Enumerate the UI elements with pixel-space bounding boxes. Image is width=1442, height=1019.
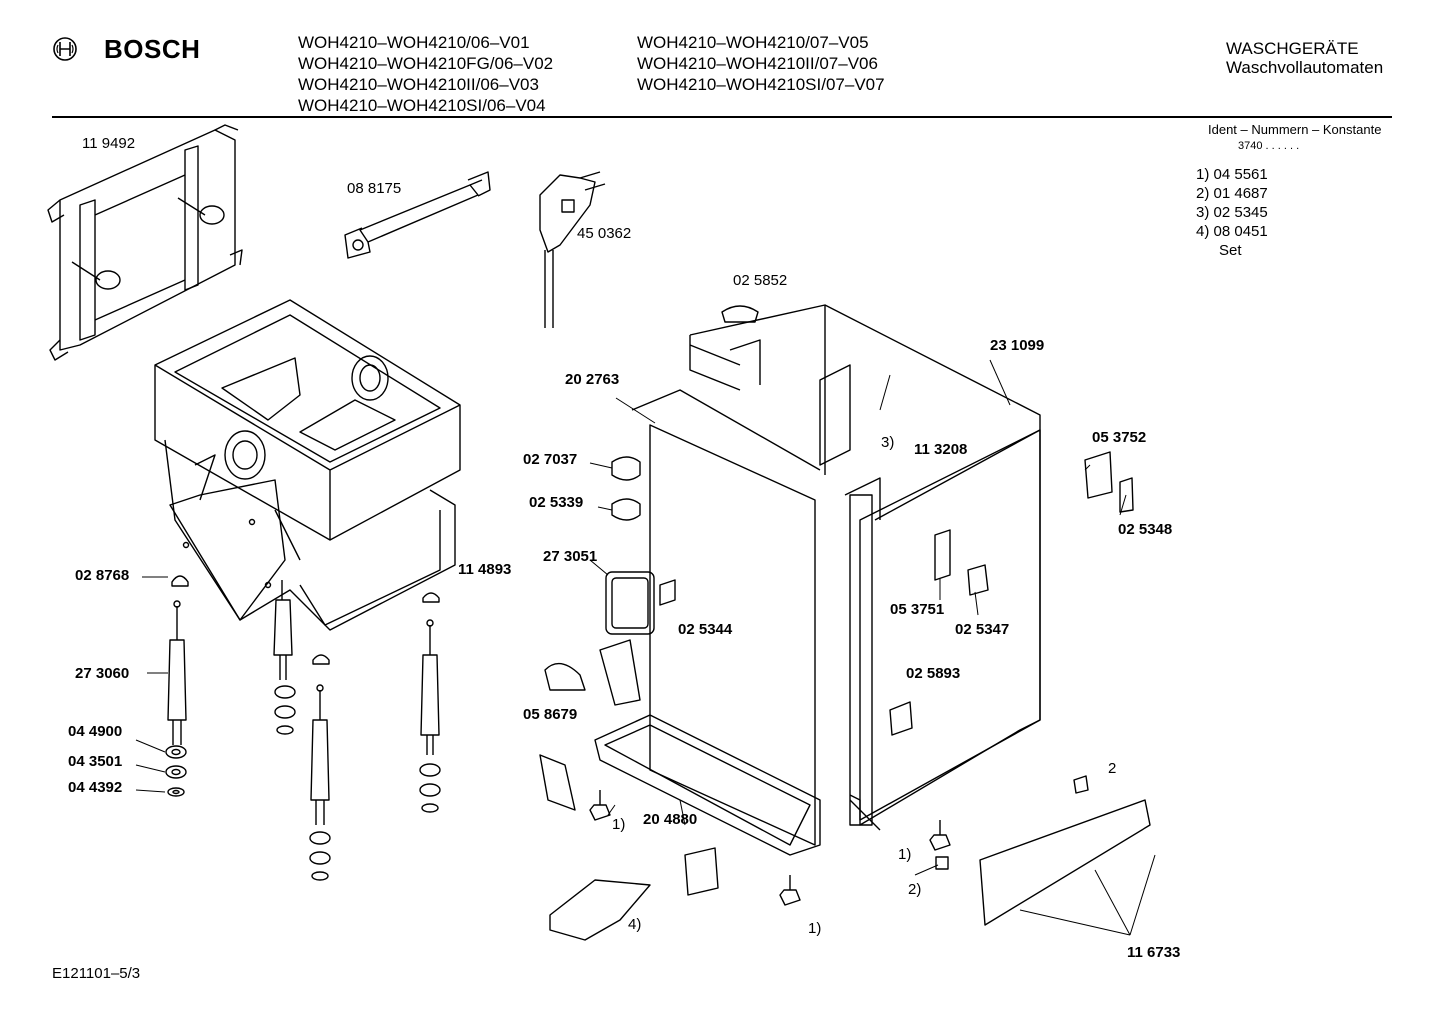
- part-label: 45 0362: [577, 225, 632, 242]
- part-label: 1): [898, 846, 912, 863]
- part-label: 3): [881, 434, 895, 451]
- part-label: 11 3208: [914, 441, 968, 458]
- part-label: 20 2763: [565, 371, 620, 388]
- part-label: 27 3051: [543, 548, 598, 565]
- ident-set: Set: [1219, 242, 1242, 259]
- ident-item: 1) 04 5561: [1196, 166, 1268, 183]
- part-label: 1): [808, 920, 822, 937]
- model-line: WOH4210–WOH4210/06–V01: [298, 33, 530, 52]
- shock-absorber-part: [167, 580, 440, 825]
- part-label: 05 8679: [523, 706, 578, 723]
- part-label: 2): [908, 881, 922, 898]
- part-label: 20 4880: [643, 811, 698, 828]
- model-line: WOH4210–WOH4210SI/06–V04: [298, 96, 546, 115]
- category: WASCHGERÄTE: [1226, 39, 1359, 58]
- brand-name: BOSCH: [104, 34, 201, 64]
- front-panel-part: [605, 389, 821, 846]
- part-label: 05 3752: [1092, 429, 1147, 446]
- tub-top-part: [154, 299, 461, 541]
- bosch-logo-icon: [53, 37, 77, 61]
- drawing-code: E121101–5/3: [52, 965, 141, 982]
- part-label: 27 3060: [75, 665, 130, 682]
- ident-item: 3) 02 5345: [1196, 204, 1268, 221]
- part-label: 02 5852: [733, 272, 788, 289]
- cabinet-frame-part: [689, 304, 1041, 831]
- part-label: 04 4900: [68, 723, 123, 740]
- part-label: 04 4392: [68, 779, 123, 796]
- part-label: 02 5339: [529, 494, 584, 511]
- part-label: 1): [612, 816, 626, 833]
- tub-bottom-part: [164, 439, 456, 631]
- cap-washer-parts: [165, 575, 441, 881]
- part-label: 11 4893: [458, 561, 512, 578]
- part-label: 04 3501: [68, 753, 123, 770]
- header-rule: [52, 116, 1392, 118]
- leader-lines: [135, 359, 1156, 936]
- part-label: 02 5344: [678, 621, 733, 638]
- model-line: WOH4210–WOH4210II/06–V03: [298, 75, 539, 94]
- model-line: WOH4210–WOH4210SI/07–V07: [637, 75, 885, 94]
- part-label: 11 6733: [1127, 944, 1181, 961]
- part-label: 4): [628, 916, 642, 933]
- part-label: 05 3751: [890, 601, 945, 618]
- power-cord-part: [539, 171, 606, 328]
- ident-title: Ident – Nummern – Konstante: [1208, 122, 1382, 137]
- part-label: 11 9492: [82, 135, 136, 152]
- base-frame-part: [594, 714, 821, 856]
- ident-list: 1) 04 5561 2) 01 4687 3) 02 5345 4) 08 0…: [1196, 165, 1268, 260]
- model-line: WOH4210–WOH4210II/07–V06: [637, 54, 878, 73]
- category-block: WASCHGERÄTE Waschvollautomaten: [1226, 39, 1383, 77]
- small-parts: [539, 305, 1151, 941]
- subcategory: Waschvollautomaten: [1226, 58, 1384, 77]
- model-line: WOH4210–WOH4210FG/06–V02: [298, 54, 554, 73]
- part-label: 02 7037: [523, 451, 578, 468]
- part-label: 2: [1108, 760, 1117, 777]
- part-label: 02 5347: [955, 621, 1010, 638]
- model-line: WOH4210–WOH4210/07–V05: [637, 33, 869, 52]
- part-label: 02 5893: [906, 665, 961, 682]
- part-label: 08 8175: [347, 180, 402, 197]
- ident-item: 2) 01 4687: [1196, 185, 1268, 202]
- part-label: 02 5348: [1118, 521, 1173, 538]
- wrench-part: [344, 171, 491, 259]
- model-list-1: WOH4210–WOH4210/06–V01 WOH4210–WOH4210FG…: [298, 32, 553, 116]
- mounting-frame-part: [47, 124, 243, 361]
- model-list-2: WOH4210–WOH4210/07–V05 WOH4210–WOH4210II…: [637, 32, 885, 95]
- ident-constant: 3740 . . . . . .: [1238, 140, 1300, 152]
- part-label: 02 8768: [75, 567, 130, 584]
- ident-item: 4) 08 0451: [1196, 223, 1268, 240]
- part-label: 23 1099: [990, 337, 1045, 354]
